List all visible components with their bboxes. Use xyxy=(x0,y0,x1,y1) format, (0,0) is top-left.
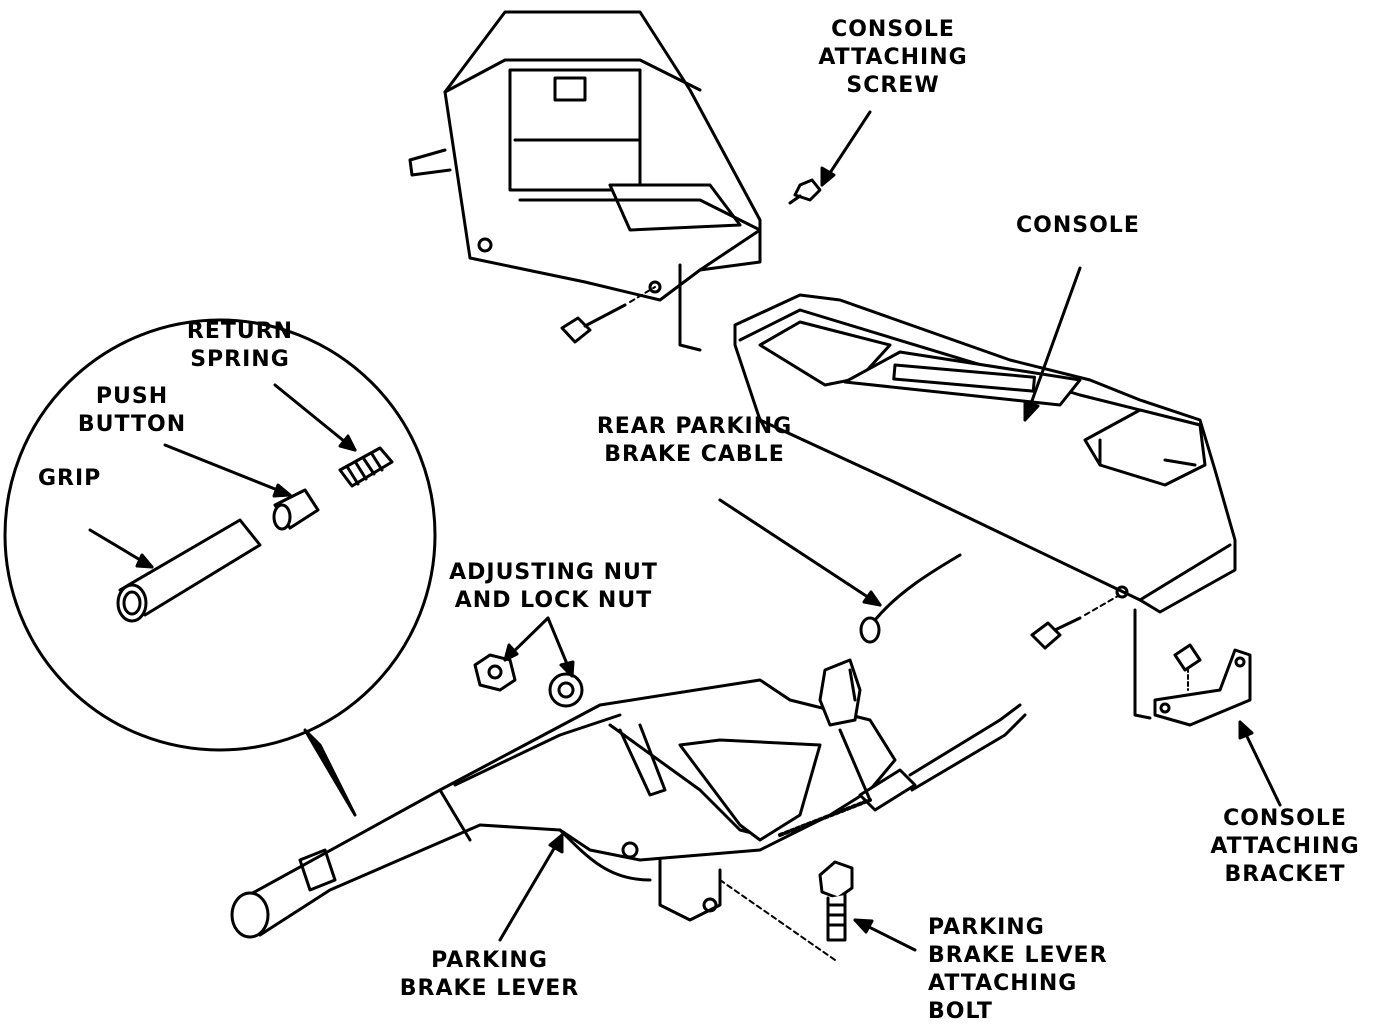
grip-part xyxy=(116,518,262,623)
label-console-attaching-screw: CONSOLE ATTACHING SCREW xyxy=(818,17,968,98)
label-rear-parking-brake-cable: REAR PARKING BRAKE CABLE xyxy=(596,414,793,467)
front-console-part xyxy=(408,10,762,352)
return-spring-part xyxy=(338,446,394,488)
front-screw xyxy=(560,286,656,344)
push-button-part xyxy=(272,488,320,531)
console-attaching-screw-top xyxy=(788,178,822,205)
label-console: CONSOLE xyxy=(1016,213,1140,238)
label-adjusting-nut-lock-nut: ADJUSTING NUT AND LOCK NUT xyxy=(449,560,658,613)
parking-brake-lever-part xyxy=(230,658,1027,939)
adjusting-nuts xyxy=(473,653,584,708)
label-parking-brake-lever-attaching-bolt: PARKING BRAKE LEVER ATTACHING BOLT xyxy=(928,915,1108,1024)
rear-screw xyxy=(1030,595,1119,650)
console-attaching-bracket xyxy=(1153,643,1252,727)
parking-brake-lever-bolt-part xyxy=(719,860,854,961)
label-push-button: PUSH BUTTON xyxy=(77,384,187,437)
leader-arrows xyxy=(88,110,1282,952)
label-parking-brake-lever: PARKING BRAKE LEVER xyxy=(399,948,580,1001)
label-return-spring: RETURN SPRING xyxy=(186,319,294,372)
main-console-part xyxy=(733,293,1237,720)
label-console-attaching-bracket: CONSOLE ATTACHING BRACKET xyxy=(1210,806,1360,887)
label-grip: GRIP xyxy=(38,466,102,491)
rear-cable-part xyxy=(859,553,962,644)
